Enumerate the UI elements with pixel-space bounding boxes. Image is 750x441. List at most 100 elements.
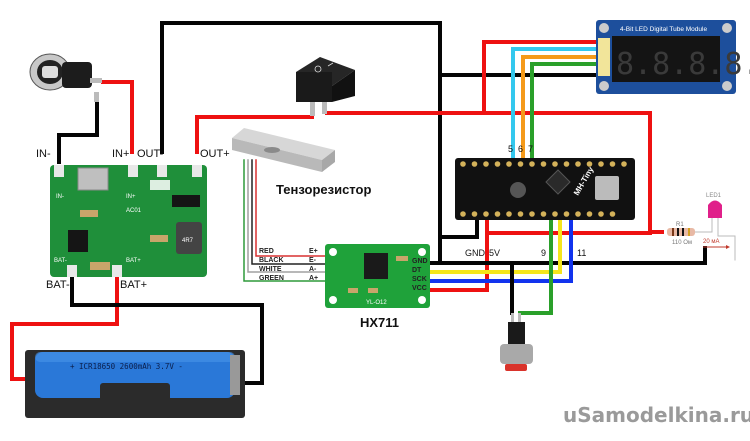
mcu-pin-3 xyxy=(494,211,501,217)
mcu-pin-6 xyxy=(529,211,535,217)
label-bat-minus: BAT- xyxy=(46,279,70,291)
pad-in-plus xyxy=(128,165,138,177)
wire-5v-bus xyxy=(478,111,664,234)
mcu-pin-4 xyxy=(506,211,512,217)
load-cell-wire-labels: RED BLACK WHITE GREEN E+ E- A- A+ xyxy=(259,248,318,282)
display-digits: 8.8.8.8. xyxy=(616,47,750,82)
pad-bat-plus xyxy=(112,265,122,277)
wire-lc-red xyxy=(255,159,346,259)
wire-led-cathode xyxy=(717,217,736,261)
battery-spring xyxy=(230,355,240,395)
mcu-pin-7 xyxy=(540,211,547,217)
wire-display-vcc xyxy=(482,40,605,115)
wire-mcu-gnd xyxy=(438,220,479,239)
battery-cell xyxy=(35,352,235,398)
hx711-board: GND DT SCK VCC YL-O12 xyxy=(325,244,430,308)
wire-label-red: RED xyxy=(259,248,274,255)
mcu-pin-14 xyxy=(609,211,616,217)
mcu-wire-label-11: 11 xyxy=(577,248,586,258)
label-bat-plus: BAT+ xyxy=(120,279,147,291)
silk-model: AC01 xyxy=(126,208,142,214)
current-annotation: 20 мА xyxy=(703,239,730,249)
mcu-pin-12 xyxy=(598,211,604,217)
mcu-pin-15 xyxy=(609,161,616,167)
wire-bat-minus xyxy=(70,270,264,385)
mcu-pin-21 xyxy=(529,161,535,167)
pad-out-minus xyxy=(157,165,167,177)
silk-in-plus: IN+ xyxy=(126,194,136,200)
mcu-pin-a6 xyxy=(598,161,604,167)
mcu-pin-a2 xyxy=(552,161,558,167)
hx711-pin-vcc: VCC xyxy=(412,285,427,292)
wire-out-plus xyxy=(195,115,314,154)
mcu-pin-5 xyxy=(517,211,524,217)
mcu-wire-label-9: 9 xyxy=(541,248,546,258)
wire-hx-dt xyxy=(420,220,562,274)
mcu-pin-a7 xyxy=(586,161,593,167)
label-out-minus: OUT- xyxy=(137,148,164,160)
watermark: uSamodelkina.ru xyxy=(563,403,750,427)
mcu-wire-label-5: 5 xyxy=(508,144,513,154)
wire-jack-minus xyxy=(57,98,99,164)
pin-label-a-plus: A+ xyxy=(309,275,318,282)
switch-off-symbol-icon xyxy=(314,65,322,73)
wire-label-green: GREEN xyxy=(259,275,284,282)
mcu-pin-a1 xyxy=(563,161,570,167)
mcu-pin-a3 xyxy=(540,161,547,167)
wire-led-return xyxy=(658,246,707,265)
pin-label-e-plus: E+ xyxy=(309,248,318,255)
hx711-pin-sck: SCK xyxy=(412,276,427,283)
battery-label: + ICR18650 2600mAh 3.7V - xyxy=(70,362,183,371)
mcu-pin-23 xyxy=(506,161,512,167)
resistor-label: R1 xyxy=(676,222,684,228)
wire-led-anode xyxy=(694,217,713,233)
hx711-chip xyxy=(364,253,388,279)
push-button xyxy=(500,313,533,371)
battery-holder: + ICR18650 2600mAh 3.7V - xyxy=(25,350,245,418)
mcu-wire-label-5v: 5V xyxy=(489,248,500,258)
pad-bat-minus xyxy=(67,265,77,277)
label-in-plus: IN+ xyxy=(112,148,129,160)
wire-hx-sck xyxy=(420,220,573,283)
pad-in-minus xyxy=(54,165,64,177)
mcu-wire-label-gnd: GND xyxy=(465,248,486,258)
pin-label-a-minus: A- xyxy=(309,266,317,273)
mcu-pin-9 xyxy=(563,211,570,217)
dc-jack xyxy=(29,53,102,102)
pad-out-plus xyxy=(192,165,202,177)
wire-display-cyan xyxy=(511,47,605,214)
silk-bat-minus: BAT- xyxy=(54,258,67,264)
push-button-cap xyxy=(505,364,527,371)
label-in-minus: IN- xyxy=(36,148,51,160)
hx711-board-text: YL-O12 xyxy=(366,300,387,306)
wire-mcu-5v xyxy=(420,220,489,292)
mcu-pin-0 xyxy=(483,161,489,167)
wire-label-white: WHITE xyxy=(259,266,282,273)
rocker-switch xyxy=(296,57,355,116)
led: LED1 xyxy=(706,193,722,218)
mcu-pin-vin xyxy=(460,211,466,217)
pin-label-e-minus: E- xyxy=(309,257,317,264)
wire-lc-white xyxy=(247,159,346,273)
wire-lc-black xyxy=(251,159,346,265)
silk-bat-plus: BAT+ xyxy=(126,258,141,264)
resistor-value: 110 Ом xyxy=(672,240,692,246)
wire-out-minus-loop xyxy=(160,21,602,154)
label-out-plus: OUT+ xyxy=(200,148,230,160)
load-cell xyxy=(232,128,335,172)
led-body-icon xyxy=(708,200,722,218)
switch-on-symbol-icon xyxy=(327,62,334,67)
wire-label-black: BLACK xyxy=(259,257,284,264)
mcu-pin-2 xyxy=(460,161,466,167)
mcu-usb-port xyxy=(595,176,619,200)
mcu-wire-label-7: 7 xyxy=(528,144,533,154)
resistor: R1 110 Ом xyxy=(667,222,695,246)
display-header xyxy=(598,38,610,76)
mcu-pin-8 xyxy=(552,211,558,217)
mcu-pin-13 xyxy=(621,161,627,167)
ic-chip xyxy=(68,230,88,252)
wire-lc-green xyxy=(243,159,346,282)
mcu-board: MH-Tiny xyxy=(455,158,635,220)
hx711-pin-gnd: GND xyxy=(412,258,428,265)
mcu-pin-10 xyxy=(575,211,581,217)
